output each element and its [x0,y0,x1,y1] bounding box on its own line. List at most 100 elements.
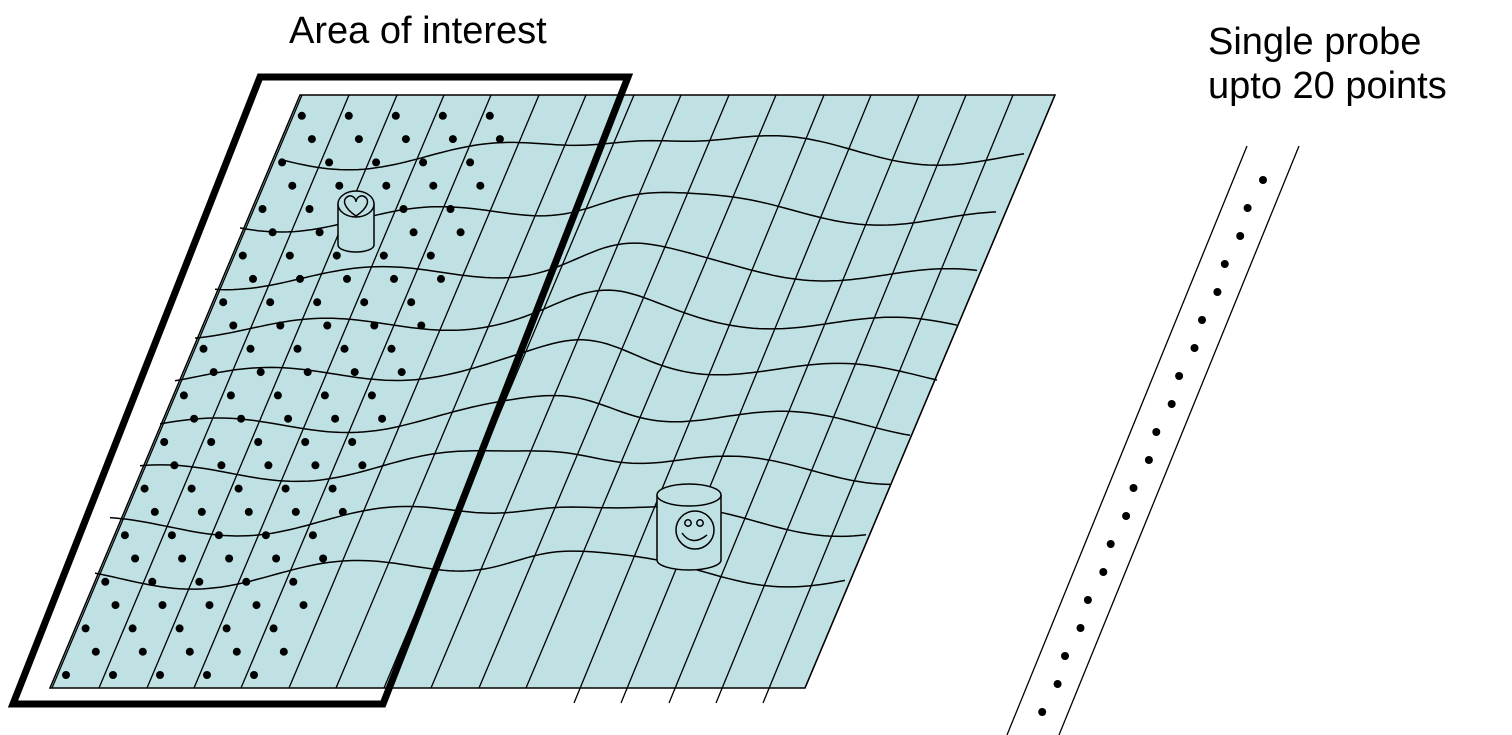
recording-point [313,298,322,307]
recording-point [350,368,359,377]
recording-point [360,298,369,307]
recording-point [305,205,314,213]
recording-point [195,577,204,586]
recording-point [476,181,485,190]
recording-point [354,135,363,144]
layer-wave-line [214,242,978,291]
recording-point [138,647,147,656]
layer-wave-line [139,450,891,486]
shank-line [804,94,1056,689]
recording-point [307,135,316,144]
recording-point [278,158,287,167]
recording-point [495,135,504,144]
recording-point [379,251,388,260]
recording-point [101,577,110,586]
single-probe-label: Single probe upto 20 points [1208,20,1447,108]
tissue-sheet [48,94,1057,689]
probe-point [1061,652,1069,660]
recording-point [308,531,317,540]
recording-point [285,251,294,260]
layer-wave-line [94,550,846,590]
recording-point [448,135,457,144]
probe-point [1198,316,1206,324]
probe-point [1106,540,1115,548]
heart-cylinder-icon [337,190,375,253]
shank-line [668,94,920,704]
recording-point [401,135,410,144]
recording-point [250,671,258,679]
recording-point [160,438,169,446]
single-probe-label-line1: Single probe [1208,21,1422,63]
recording-point [289,577,298,586]
recording-point [175,624,184,633]
recording-point [391,111,400,120]
recording-point [167,531,176,540]
recording-point [187,484,196,493]
recording-point [303,368,312,377]
recording-point [437,274,445,283]
single-probe [1006,145,1300,735]
single-probe-label-line2: upto 20 points [1208,65,1447,107]
recording-point [315,228,324,237]
recording-point [234,484,243,493]
layer-wave-line [194,289,958,339]
layer-wave-line [174,339,938,382]
recording-point [254,438,263,446]
recording-point [207,438,216,446]
probe-point [1099,568,1108,576]
recording-point [426,251,435,260]
recording-point [232,647,241,656]
probe-point [1243,204,1252,212]
probe-right-edge [1058,145,1300,735]
recording-point [390,274,398,283]
recording-point [382,181,391,190]
recording-point [335,181,344,190]
recording-point [249,274,257,283]
probe-point [1167,400,1176,408]
recording-point [226,391,235,400]
layer-wave-line [159,394,911,436]
recording-point [358,461,367,470]
probe-point [1083,596,1092,604]
recording-point [242,577,251,586]
recording-point [205,601,214,610]
probe-point [1236,232,1245,240]
probe-point [1122,512,1131,520]
recording-point [301,438,310,446]
recording-point [261,531,270,540]
shank-line [478,94,730,689]
recording-point [399,205,408,213]
recording-point [273,391,282,400]
recording-point [214,531,223,540]
recording-point [209,368,218,377]
recording-point [378,414,387,423]
probe-point [1152,428,1161,436]
probe-point [1076,624,1085,632]
recording-point [222,624,231,633]
recording-point [319,554,328,563]
recording-point [311,461,320,470]
recording-points [62,111,504,679]
recording-point [269,624,278,633]
recording-point [190,414,199,423]
recording-point [409,228,418,237]
shank-line [335,94,587,689]
smiley-cylinder-icon [656,483,722,571]
recording-point [264,461,273,470]
recording-point [338,507,347,516]
recording-point [296,274,304,283]
recording-point [258,205,267,213]
recording-point [284,414,293,423]
recording-point [128,624,137,633]
layer-wave-line [279,134,1025,171]
recording-point [131,554,140,563]
shank-line [51,94,303,689]
recording-point [185,647,194,656]
recording-point [407,298,416,307]
recording-point [417,321,426,330]
recording-point [199,344,208,353]
recording-point [332,251,341,260]
recording-point [456,228,465,237]
recording-point [148,577,157,586]
